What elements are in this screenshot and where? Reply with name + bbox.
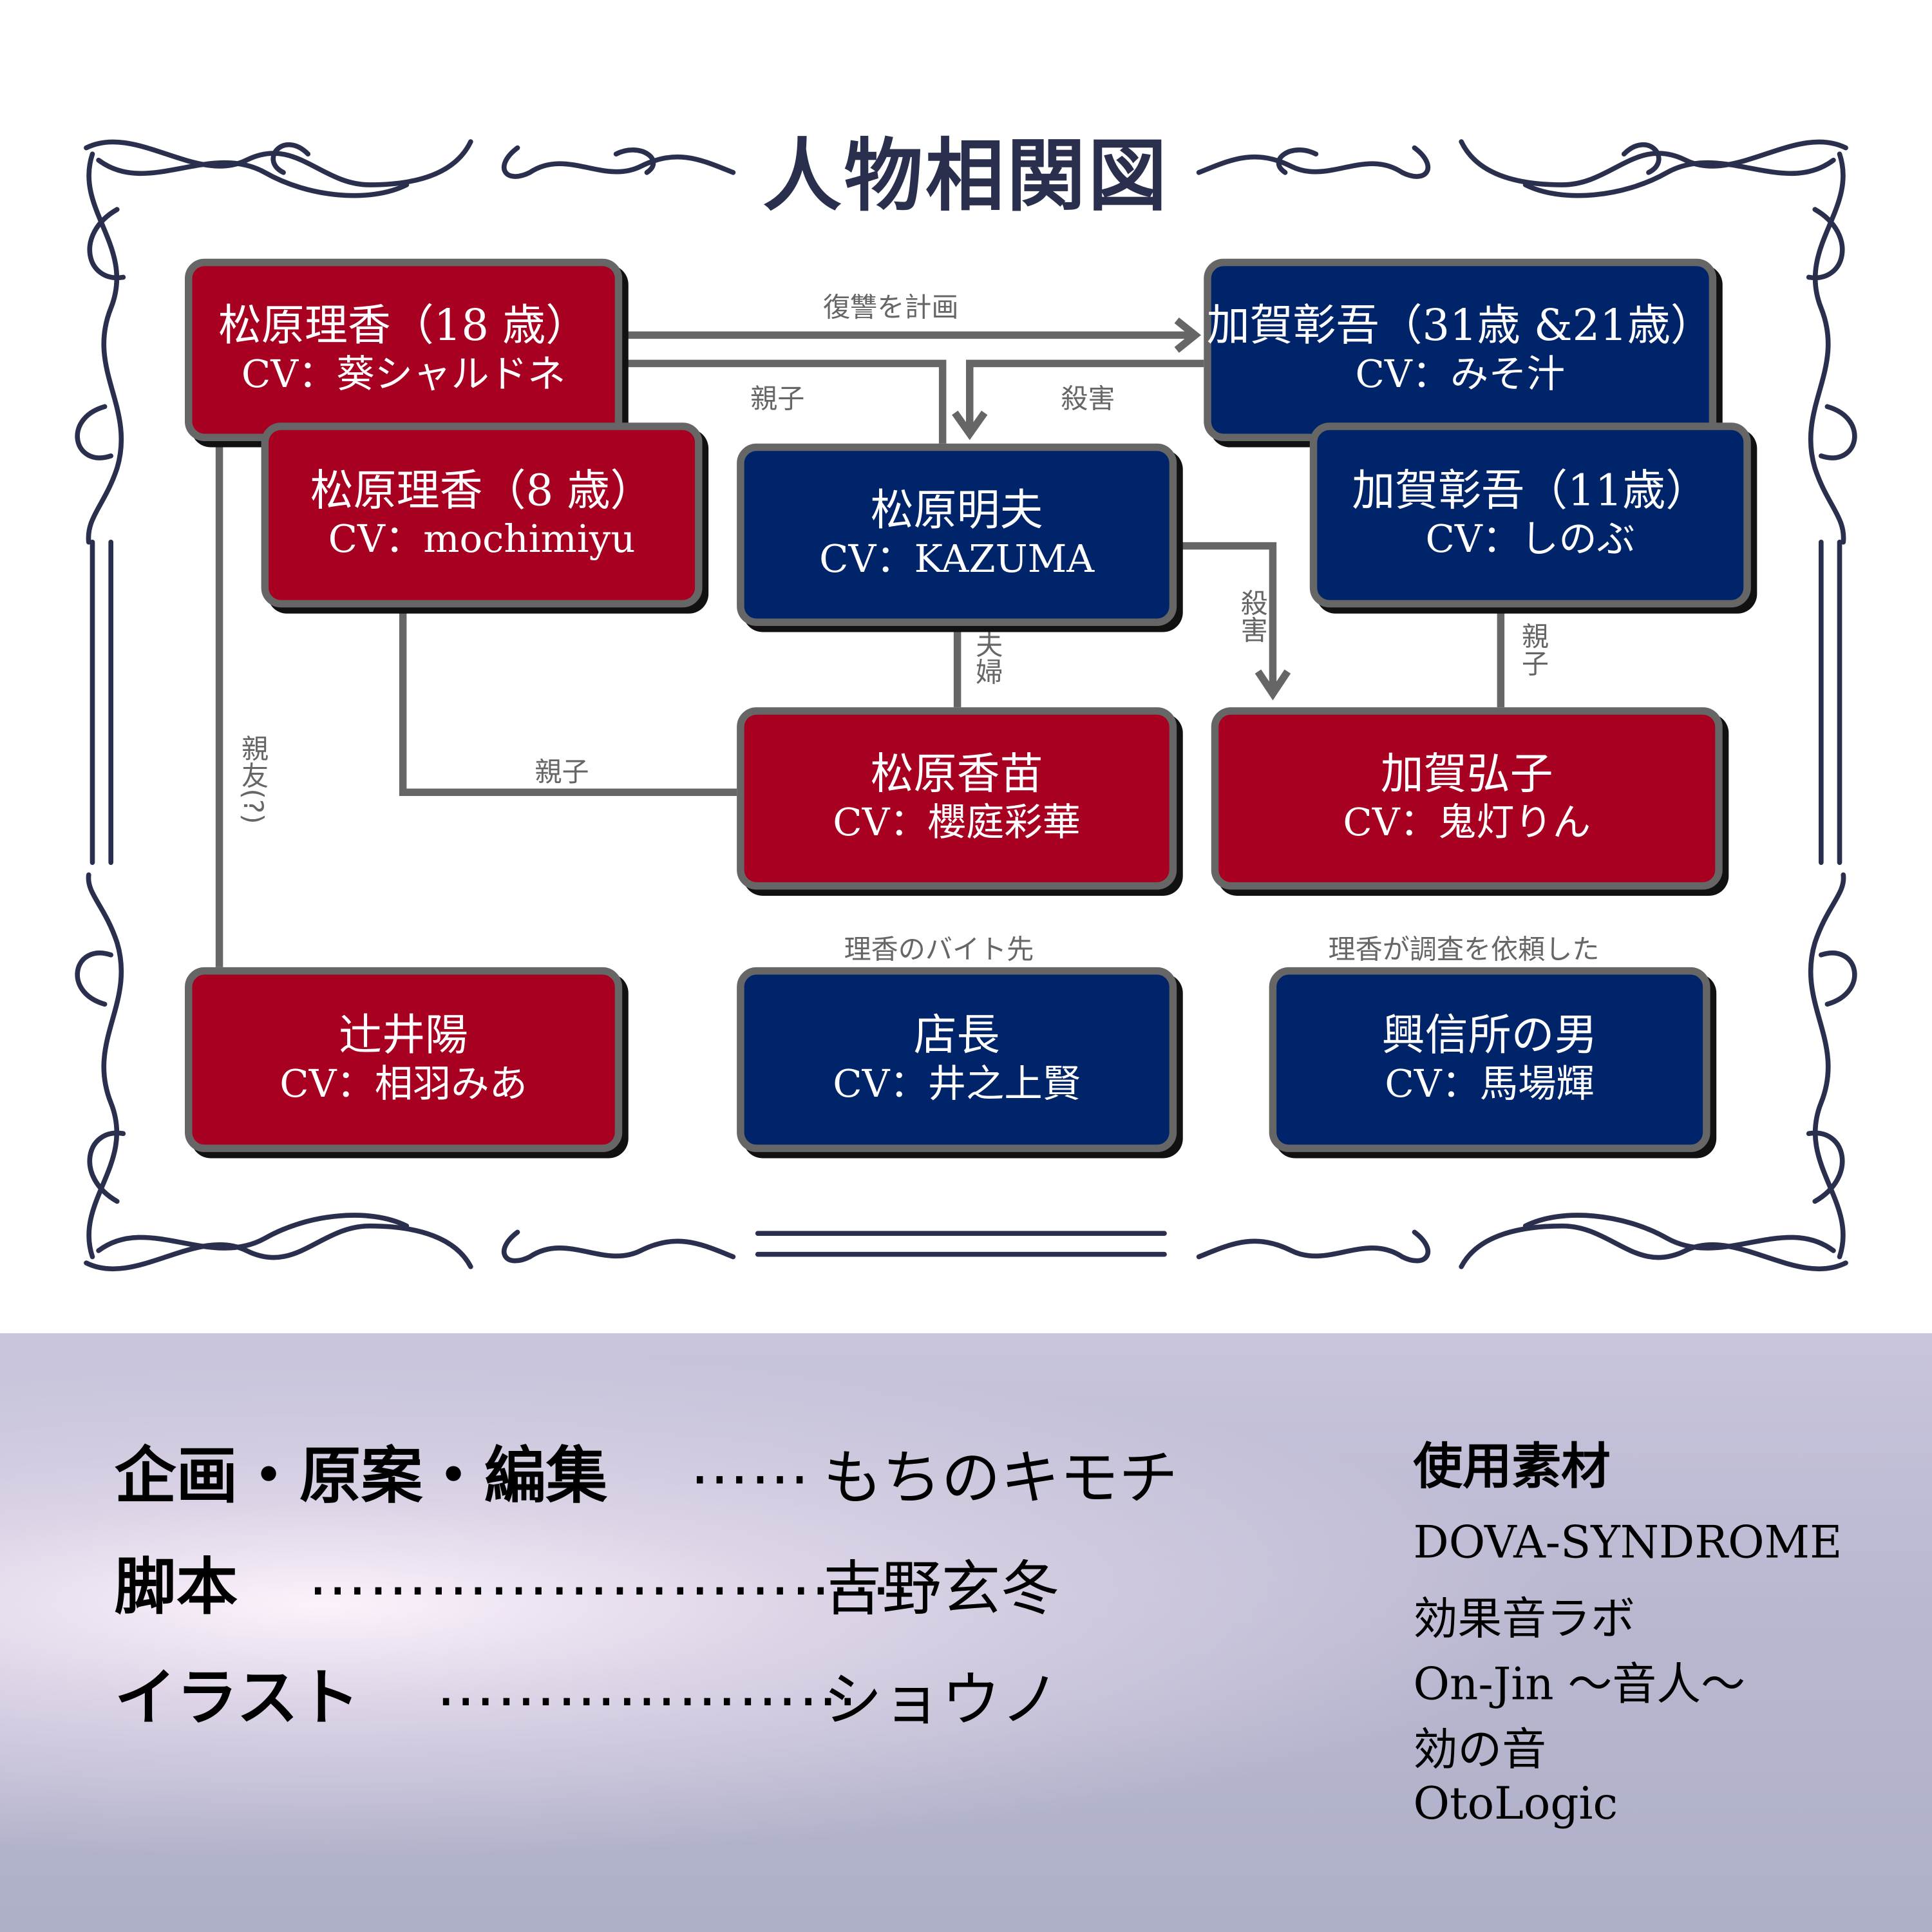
label-rika-request: 理香が調査を依頼した (1328, 935, 1600, 967)
credit-role-planning: 企画・原案・編集 (114, 1440, 608, 1512)
credit-role-illust: イラスト (114, 1662, 360, 1734)
material-item: OtoLogic (1413, 1779, 1618, 1830)
corner-ornament-top-left (75, 139, 473, 545)
character-cv: CV：mochimiyu (328, 518, 636, 563)
material-item: On-Jin ～音人～ (1413, 1660, 1746, 1710)
label-rika-job: 理香のバイト先 (844, 935, 1034, 967)
label-murder: 殺害 (1061, 384, 1115, 415)
material-item: DOVA-SYNDROME (1413, 1518, 1842, 1569)
material-item: 効果音ラボ (1413, 1594, 1635, 1645)
credit-name-planning: もちのキモチ (823, 1444, 1179, 1513)
corner-ornament-bottom-left (75, 872, 473, 1272)
relation-lines (215, 317, 1505, 967)
page-title: 人物相関図 (762, 131, 1170, 223)
label-revenge: 復讐を計画 (823, 293, 959, 325)
character-box-rika-8: 松原理香（8 歳） CV：mochimiyu (261, 422, 703, 608)
character-name: 松原香苗 (870, 750, 1043, 800)
character-name: 興信所の男 (1381, 1012, 1598, 1062)
ornamental-frame (75, 139, 1857, 1272)
revenge-arrow (622, 317, 1202, 353)
character-name: 店長 (913, 1012, 1000, 1062)
character-box-shogo-11: 加賀彰吾（11歳） CV：しのぶ (1309, 422, 1751, 608)
character-name: 加賀弘子 (1380, 750, 1553, 800)
character-cv: CV：しのぶ (1425, 518, 1635, 563)
label-couple: 夫婦 (971, 630, 1002, 685)
murder-arrow-akio-hiroko (1177, 542, 1291, 701)
character-name: 辻井陽 (339, 1012, 469, 1062)
label-parent-child: 親子 (750, 384, 805, 415)
credits-panel: 企画・原案・編集 …… もちのキモチ 脚本 ………………………… 吉野玄冬 イラ… (0, 1333, 1932, 1932)
character-box-akio: 松原明夫 CV：KAZUMA (737, 443, 1177, 626)
character-name: 松原明夫 (870, 487, 1043, 537)
character-cv: CV：井之上賢 (833, 1063, 1081, 1107)
label-parent-child-vertical: 親子 (1517, 622, 1548, 677)
character-cv: CV：櫻庭彩華 (833, 801, 1081, 846)
character-box-shogo-31: 加賀彰吾（31歳 &21歳） CV：みそ汁 (1204, 258, 1717, 441)
character-cv: CV：KAZUMA (819, 537, 1095, 582)
character-box-tsujii: 辻井陽 CV：相羽みあ (184, 967, 623, 1152)
credit-dots: ………………………… (308, 1540, 912, 1609)
materials-heading: 使用素材 (1413, 1439, 1611, 1496)
credit-dots: ………………… (436, 1651, 859, 1720)
parent-line-rika-kanae (399, 607, 737, 796)
character-box-rika-18: 松原理香（18 歳） CV：葵シャルドネ (184, 258, 623, 441)
double-rules (90, 540, 1842, 1257)
label-parent-child-bottom: 親子 (535, 757, 589, 789)
credit-dots: …… (690, 1429, 811, 1499)
character-cv: CV：鬼灯りん (1343, 801, 1591, 846)
character-cv: CV：葵シャルドネ (241, 352, 566, 397)
corner-ornament-top-right (1459, 139, 1857, 545)
character-box-hiroko: 加賀弘子 CV：鬼灯りん (1211, 707, 1723, 890)
character-cv: CV：みそ汁 (1355, 352, 1565, 397)
character-name: 松原理香（8 歳） (310, 467, 654, 517)
character-box-kanae: 松原香苗 CV：櫻庭彩華 (737, 707, 1177, 890)
label-murder-vertical: 殺害 (1236, 589, 1267, 643)
corner-ornament-bottom-right (1459, 872, 1857, 1272)
character-name: 松原理香（18 歳） (218, 302, 589, 352)
character-box-tencho: 店長 CV：井之上賢 (737, 967, 1177, 1152)
label-best-friend: 親友(?) (236, 734, 268, 824)
material-item: 効の音 (1413, 1725, 1547, 1776)
credit-name-script: 吉野玄冬 (823, 1555, 1060, 1624)
character-box-koshinjo: 興信所の男 CV：馬場輝 (1269, 967, 1710, 1152)
murder-arrow-shogo-akio (952, 359, 1204, 440)
character-cv: CV：相羽みあ (279, 1063, 527, 1107)
title-flourishes (502, 145, 1430, 1264)
character-name: 加賀彰吾（31歳 &21歳） (1206, 302, 1714, 352)
credit-name-illust: ショウノ (823, 1665, 1060, 1735)
credit-role-script: 脚本 (114, 1551, 238, 1623)
character-name: 加賀彰吾（11歳） (1352, 467, 1709, 517)
parent-line-rika-akio (622, 359, 947, 444)
character-cv: CV：馬場輝 (1385, 1063, 1595, 1107)
